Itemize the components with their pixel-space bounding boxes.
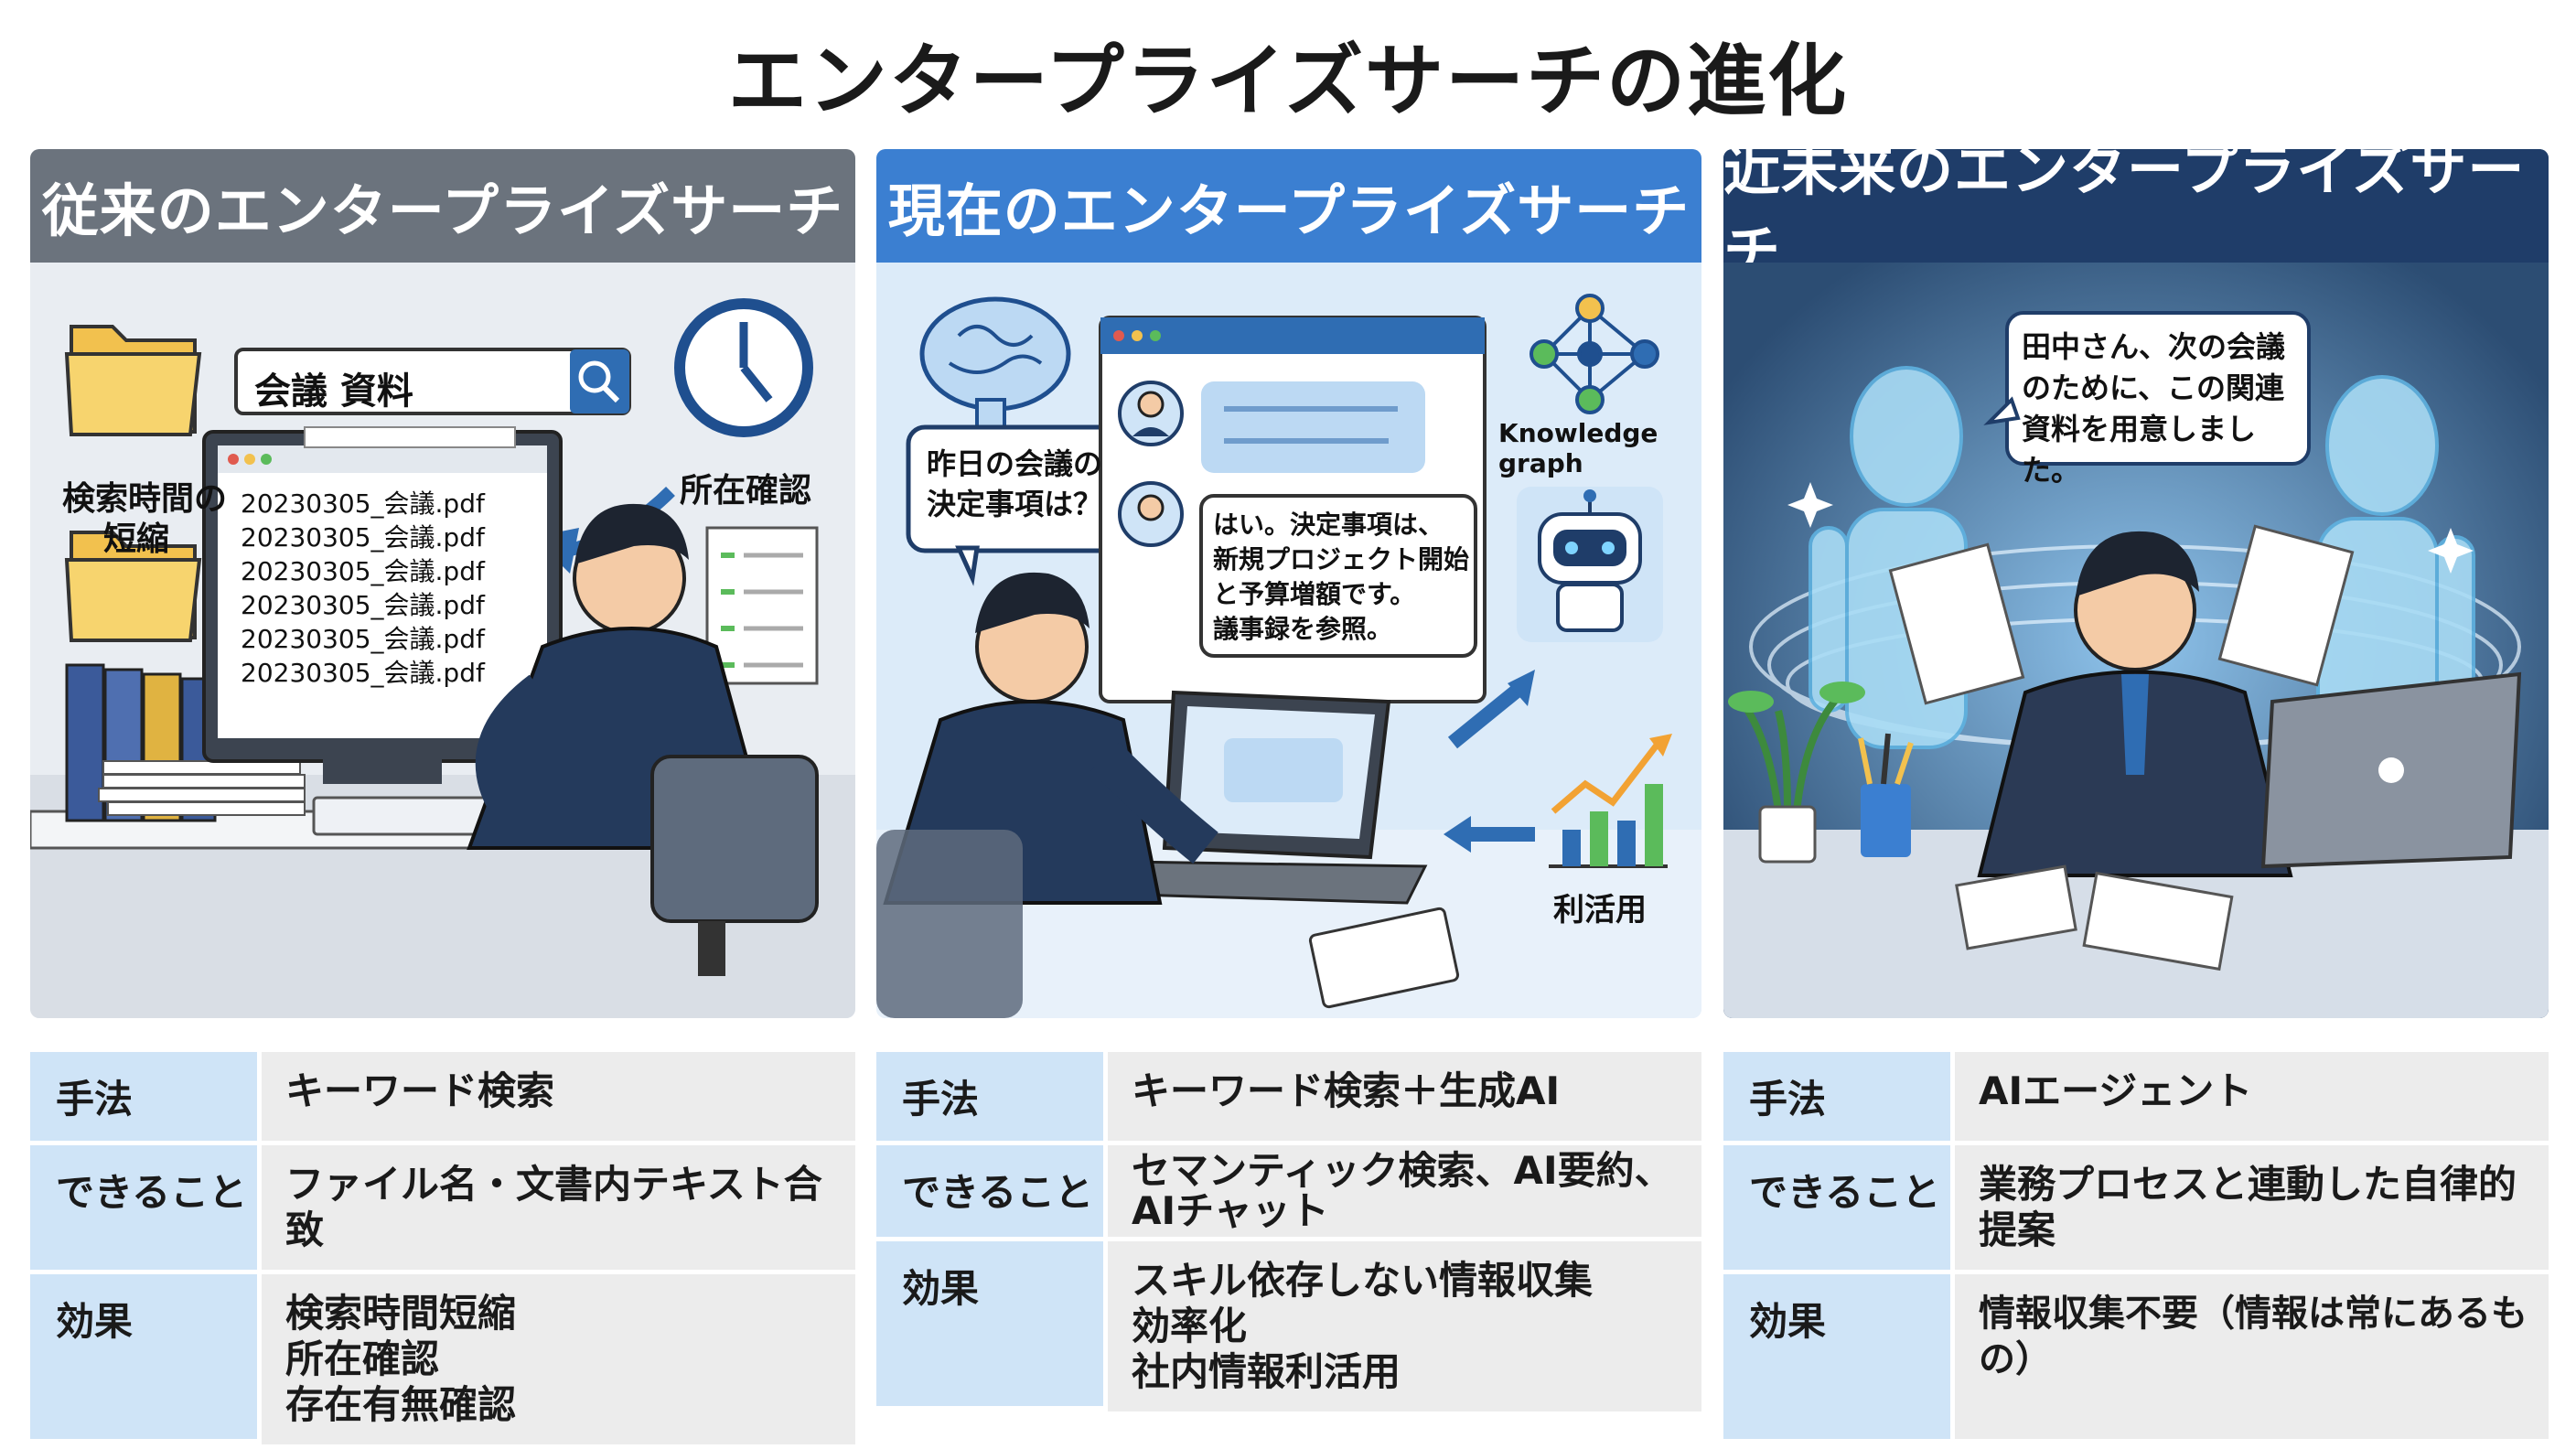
agent-message-bubble: 田中さん、次の会議 のために、この関連 資料を用意しました。: [2022, 329, 2286, 488]
row-value: キーワード検索: [257, 1052, 855, 1141]
table-row: できること セマンティック検索、AI要約、 AIチャット: [876, 1145, 1701, 1241]
search-bar[interactable]: [234, 348, 631, 415]
row-key: 効果: [876, 1241, 1103, 1406]
file-item[interactable]: 20230305_会議.pdf: [241, 590, 485, 620]
panel-traditional: 従来のエンタープライズサーチ: [30, 149, 855, 1018]
table-row: できること 業務プロセスと連動した自律的提案: [1723, 1145, 2549, 1274]
scene-future: 田中さん、次の会議 のために、この関連 資料を用意しました。: [1723, 263, 2549, 1018]
row-value: スキル依存しない情報収集 効率化 社内情報利活用: [1103, 1241, 1701, 1411]
file-item[interactable]: 20230305_会議.pdf: [241, 556, 485, 586]
file-item[interactable]: 20230305_会議.pdf: [241, 658, 485, 688]
row-key: 手法: [30, 1052, 257, 1141]
row-value: 情報収集不要（情報は常にあるもの）: [1950, 1274, 2549, 1439]
panel-future: 近未来のエンタープライズサーチ: [1723, 149, 2549, 1018]
row-value: セマンティック検索、AI要約、 AIチャット: [1103, 1145, 1701, 1237]
row-key: 効果: [30, 1274, 257, 1439]
table-row: 手法 AIエージェント: [1723, 1052, 2549, 1145]
table-row: 手法 キーワード検索＋生成AI: [876, 1052, 1701, 1145]
row-key: 効果: [1723, 1274, 1950, 1439]
file-item[interactable]: 20230305_会議.pdf: [241, 624, 485, 654]
scene-current: 昨日の会議の 決定事項は？ はい。決定事項は、 新規プロジェクト開始 と予算増額…: [876, 263, 1701, 1018]
clock-icon: [674, 298, 813, 437]
time-label: 検索時間の短縮: [62, 480, 227, 558]
table-row: 効果 スキル依存しない情報収集 効率化 社内情報利活用: [876, 1241, 1701, 1416]
file-item[interactable]: 20230305_会議.pdf: [241, 488, 485, 519]
plant: [1728, 682, 1865, 864]
utilize-label: 利活用: [1553, 892, 1647, 928]
file-item[interactable]: 20230305_会議.pdf: [241, 522, 485, 553]
knowledge-graph-label: Knowledge graph: [1498, 418, 1658, 478]
row-value: 検索時間短縮 所在確認 存在有無確認: [257, 1274, 855, 1444]
search-icon: [578, 360, 620, 403]
panel-header-traditional: 従来のエンタープライズサーチ: [30, 149, 855, 263]
office-worker: [1977, 531, 2293, 877]
answer-bubble: はい。決定事項は、 新規プロジェクト開始 と予算増額です。 議事録を参照。: [1213, 510, 1470, 644]
folder-icon: [64, 325, 202, 436]
row-key: できること: [30, 1145, 257, 1270]
location-label: 所在確認: [680, 472, 812, 510]
table-row: 効果 検索時間短縮 所在確認 存在有無確認: [30, 1274, 855, 1449]
row-key: できること: [1723, 1145, 1950, 1270]
row-value: キーワード検索＋生成AI: [1103, 1052, 1701, 1141]
row-key: 手法: [876, 1052, 1103, 1141]
file-list: 20230305_会議.pdf 20230305_会議.pdf 20230305…: [241, 487, 533, 690]
chart-icon: [1549, 734, 1672, 868]
comparison-table-current: 手法 キーワード検索＋生成AI できること セマンティック検索、AI要約、 AI…: [876, 1052, 1701, 1416]
brain-icon: [919, 296, 1071, 438]
comparison-table-traditional: 手法 キーワード検索 できること ファイル名・文書内テキスト合致 効果 検索時間…: [30, 1052, 855, 1449]
scene-traditional: 検索時間の短縮 会議 資料 所在確認 20230305_会議.pdf 20230…: [30, 263, 855, 1018]
robot-icon: [1517, 487, 1663, 642]
page-title: エンタープライズサーチの進化: [727, 36, 1849, 127]
row-value: 業務プロセスと連動した自律的提案: [1950, 1145, 2549, 1270]
table-row: 効果 情報収集不要（情報は常にあるもの）: [1723, 1274, 2549, 1444]
row-key: 手法: [1723, 1052, 1950, 1141]
table-row: できること ファイル名・文書内テキスト合致: [30, 1145, 855, 1274]
comparison-table-future: 手法 AIエージェント できること 業務プロセスと連動した自律的提案 効果 情報…: [1723, 1052, 2549, 1444]
row-key: できること: [876, 1145, 1103, 1237]
row-value: ファイル名・文書内テキスト合致: [257, 1145, 855, 1270]
panel-header-current: 現在のエンタープライズサーチ: [876, 149, 1701, 263]
panel-header-future: 近未来のエンタープライズサーチ: [1723, 149, 2549, 285]
table-row: 手法 キーワード検索: [30, 1052, 855, 1145]
folder-icon: [64, 531, 202, 642]
panel-current: 現在のエンタープライズサーチ: [876, 149, 1701, 1018]
network-icon: [1530, 294, 1659, 414]
search-input[interactable]: 会議 資料: [254, 370, 413, 413]
row-value: AIエージェント: [1950, 1052, 2549, 1141]
question-bubble: 昨日の会議の 決定事項は？: [927, 446, 1103, 521]
